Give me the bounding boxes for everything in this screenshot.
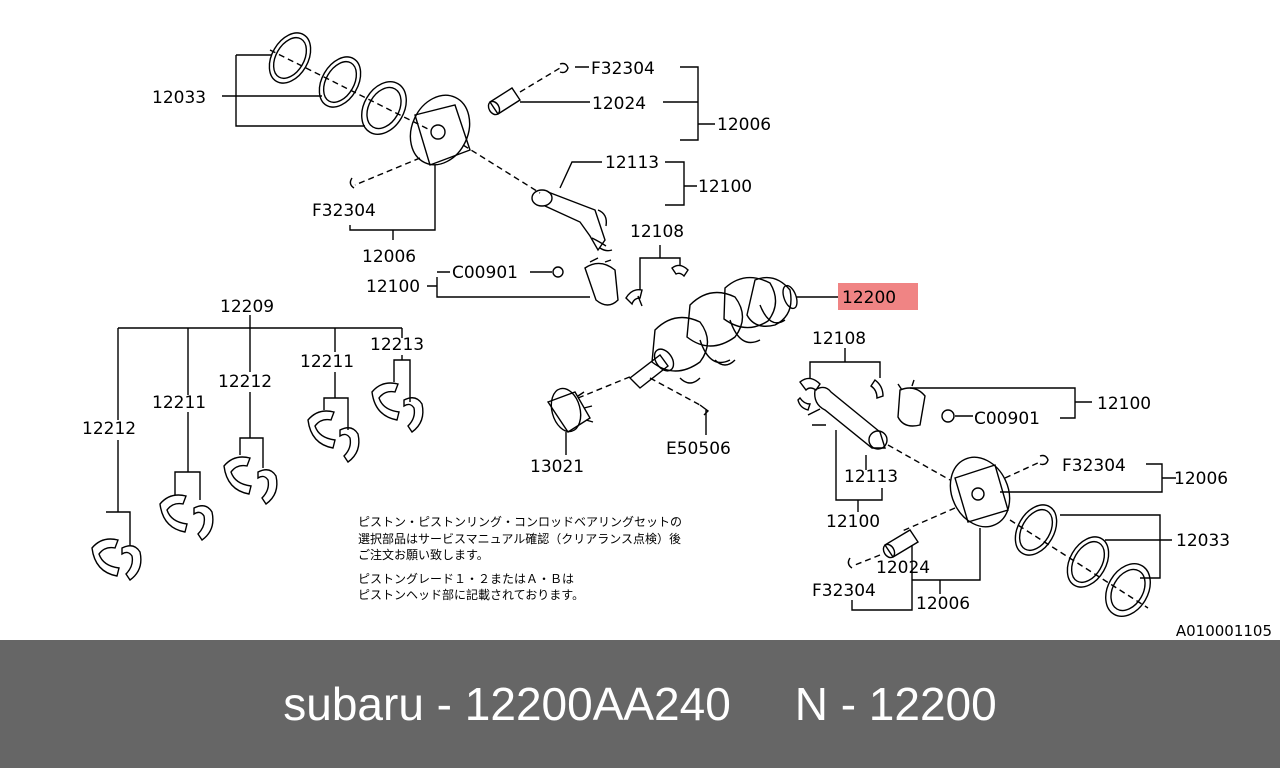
parts-diagram: 12033 F32304 12024 12006 12113 12100 F32… — [82, 32, 1272, 640]
callout-e50506: E50506 — [666, 439, 731, 459]
bearing-pair-12213 — [371, 382, 424, 433]
callout-12100-bottom: 12100 — [826, 512, 880, 532]
piston-top — [409, 94, 471, 166]
piston-pin-bottom — [882, 529, 919, 559]
callout-12033-top: 12033 — [152, 88, 206, 108]
note-line: ご注文お願い致します。 — [358, 548, 489, 562]
note-line: 選択部品はサービスマニュアル確認（クリアランス点検）後 — [358, 531, 682, 546]
reference-code: A010001105 — [1175, 622, 1272, 640]
callout-f32304-left: F32304 — [312, 201, 376, 221]
piston-ring-set-bottom — [1014, 504, 1151, 617]
callout-12113-top: 12113 — [605, 153, 659, 173]
callout-12100-right: 12100 — [1097, 394, 1151, 414]
bearing-pair-12211-b — [307, 410, 360, 463]
highlight-box — [838, 283, 918, 310]
part-number-caption: subaru - 12200AA240 N - 12200 — [283, 678, 997, 730]
callout-12024-top: 12024 — [592, 94, 646, 114]
crankshaft — [628, 276, 798, 389]
callout-12211-b: 12211 — [300, 352, 354, 372]
selection-note: ピストン・ピストンリング・コンロッドベアリングセットの 選択部品はサービスマニュ… — [358, 514, 718, 604]
crank-timing-gear — [546, 387, 594, 433]
crank-bearing-upper — [625, 264, 689, 307]
callout-12211-a: 12211 — [152, 393, 206, 413]
bearing-pair-12212-b — [223, 456, 278, 505]
callout-f32304-top: F32304 — [591, 59, 655, 79]
callout-12108-top: 12108 — [630, 222, 684, 242]
rod-bearing-cap-top — [584, 257, 619, 306]
crank-bearing-lower — [797, 377, 884, 411]
callout-12113-bottom: 12113 — [844, 467, 898, 487]
callout-12033-bottom: 12033 — [1176, 531, 1230, 551]
callout-12212-b: 12212 — [218, 372, 272, 392]
callout-12100-top: 12100 — [698, 177, 752, 197]
callout-c00901-top: C00901 — [452, 263, 518, 283]
callout-12006-bottom-top: 12006 — [362, 247, 416, 267]
callout-12212-a: 12212 — [82, 419, 136, 439]
callout-12100-left: 12100 — [366, 277, 420, 297]
callout-12213: 12213 — [370, 335, 424, 355]
piston-pin-top — [487, 87, 521, 116]
callout-f32304-right: F32304 — [1062, 456, 1126, 476]
callout-13021: 13021 — [530, 457, 584, 477]
piston-ring-set-top — [268, 32, 407, 135]
note-line: ピストン・ピストンリング・コンロッドベアリングセットの — [358, 515, 683, 529]
connecting-rod-bottom — [807, 386, 888, 450]
callout-12024-bottom: 12024 — [876, 558, 930, 578]
callout-12006-right-bottom: 12006 — [1174, 469, 1228, 489]
piston-bottom — [949, 456, 1011, 528]
bearing-pair-12212-a — [91, 538, 142, 581]
note-line: ピストンヘッド部に記載されております。 — [358, 588, 585, 602]
callout-12200: 12200 — [842, 288, 896, 308]
note-line: ピストングレード１・２またはＡ・Ｂは — [358, 571, 575, 586]
callout-f32304-bottom: F32304 — [812, 581, 876, 601]
caption-bar: subaru - 12200AA240 N - 12200 — [0, 640, 1280, 768]
callout-c00901-bottom: C00901 — [974, 409, 1040, 429]
callout-12006-bottom: 12006 — [916, 594, 970, 614]
callout-12108-bottom: 12108 — [812, 329, 866, 349]
callout-12006-right-top: 12006 — [717, 115, 771, 135]
exploded-view: 12033 F32304 12024 12006 12113 12100 F32… — [82, 32, 1230, 617]
rod-bearing-cap-bottom — [897, 379, 926, 427]
callout-12209: 12209 — [220, 297, 274, 317]
bearing-pair-12211-a — [159, 494, 214, 541]
connecting-rod-top — [531, 189, 613, 252]
